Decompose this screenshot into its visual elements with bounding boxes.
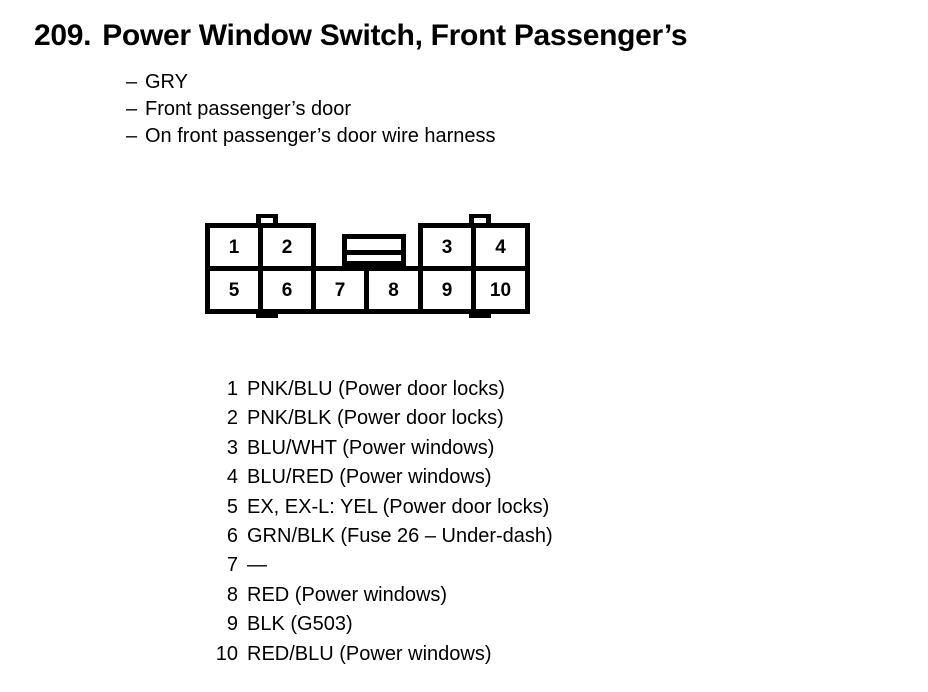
pin-description: PNK/BLK (Power door locks) xyxy=(247,407,504,430)
pin-cell-label: 3 xyxy=(441,236,453,258)
detail-item: – On front passenger’s door wire harness xyxy=(126,123,496,150)
pin-cell-8: 8 xyxy=(364,266,423,314)
pin-list-item: 7 — xyxy=(212,551,553,580)
connector-body-edge-bottom xyxy=(205,309,530,314)
pin-description: BLU/RED (Power windows) xyxy=(247,466,492,489)
pin-cell-7: 7 xyxy=(311,266,369,314)
pin-cell-label: 8 xyxy=(388,279,399,301)
pin-cell-4: 4 xyxy=(471,223,530,271)
detail-item: – GRY xyxy=(126,69,496,96)
detail-item-label: Front passenger’s door xyxy=(145,98,352,120)
mounting-tab-top-right-notch xyxy=(474,218,486,226)
pin-number: 9 xyxy=(226,613,238,636)
pin-list-item: 2 PNK/BLK (Power door locks) xyxy=(212,404,553,433)
connector-diagram: 1 2 3 4 5 6 7 8 9 10 xyxy=(205,214,531,318)
detail-item: – Front passenger’s door xyxy=(126,96,496,123)
pin-number: 10 xyxy=(215,642,238,665)
connector-body-edge-mid-right xyxy=(418,223,423,271)
dash-icon: – xyxy=(126,125,138,147)
mounting-tab-top-left-notch xyxy=(261,218,273,226)
pin-cell-10: 10 xyxy=(471,266,530,314)
pin-number: 2 xyxy=(226,407,238,430)
pin-list-item: 6 GRN/BLK (Fuse 26 – Under-dash) xyxy=(212,522,553,551)
pin-description: PNK/BLU (Power door locks) xyxy=(247,378,505,400)
pin-list-item: 1 PNK/BLU (Power door locks) xyxy=(212,375,553,404)
pin-cell-label: 7 xyxy=(334,279,346,301)
pin-cell-2: 2 xyxy=(258,223,316,271)
pin-list-item: 9 BLK (G503) xyxy=(212,610,553,639)
pin-number: 4 xyxy=(226,466,238,489)
pin-list-item: 10 RED/BLU (Power windows) xyxy=(212,640,553,669)
pin-number: 8 xyxy=(226,583,238,606)
pin-description: BLU/WHT (Power windows) xyxy=(247,436,495,459)
pin-cell-label: 2 xyxy=(281,236,293,258)
pin-cell-label: 6 xyxy=(281,279,293,301)
pin-cell-label: 4 xyxy=(495,236,506,258)
pin-cell-label: 10 xyxy=(489,279,512,301)
dash-icon: – xyxy=(126,71,138,93)
pin-list-item: 4 BLU/RED (Power windows) xyxy=(212,463,553,492)
pin-list-item: 8 RED (Power windows) xyxy=(212,581,553,610)
dash-icon: – xyxy=(126,98,138,120)
pin-cell-label: 5 xyxy=(228,279,240,301)
detail-list: – GRY – Front passenger’s door – On fron… xyxy=(126,69,496,150)
pin-cell-label: 1 xyxy=(228,236,240,258)
pin-description: — xyxy=(247,554,267,577)
pin-list-item: 3 BLU/WHT (Power windows) xyxy=(212,434,553,463)
pin-description: RED/BLU (Power windows) xyxy=(247,642,492,665)
page-title-number: 209. xyxy=(34,19,92,52)
pin-cell-9: 9 xyxy=(418,266,476,314)
pin-description: RED (Power windows) xyxy=(247,583,448,606)
detail-item-label: On front passenger’s door wire harness xyxy=(145,125,496,147)
pin-cell-label: 9 xyxy=(441,279,453,301)
pin-list: 1 PNK/BLU (Power door locks) 2 PNK/BLK (… xyxy=(212,375,553,669)
pin-cell-3: 3 xyxy=(418,223,476,271)
pin-list-item: 5 EX, EX-L: YEL (Power door locks) xyxy=(212,493,553,522)
connector-body-edge-right xyxy=(525,223,530,314)
page-title-text: Power Window Switch, Front Passenger’s xyxy=(102,19,688,52)
pin-cell-5: 5 xyxy=(205,266,263,314)
connector-body-edge-mid-left xyxy=(311,223,316,271)
pin-number: 5 xyxy=(226,495,238,518)
pin-description: EX, EX-L: YEL (Power door locks) xyxy=(247,495,550,518)
page-title: 209. Power Window Switch, Front Passenger… xyxy=(34,19,688,53)
pin-cell-1: 1 xyxy=(205,223,263,271)
detail-item-label: GRY xyxy=(145,71,188,93)
connector-body-edge-left xyxy=(205,223,210,314)
keying-slot-divider xyxy=(347,250,401,255)
pin-cell-6: 6 xyxy=(258,266,316,314)
pin-number: 7 xyxy=(226,554,238,577)
pin-number: 6 xyxy=(226,525,238,548)
pin-number: 3 xyxy=(226,436,238,459)
keying-slot xyxy=(342,234,406,266)
pin-description: BLK (G503) xyxy=(247,613,353,636)
pin-description: GRN/BLK (Fuse 26 – Under-dash) xyxy=(247,525,553,548)
pin-number: 1 xyxy=(226,378,238,400)
